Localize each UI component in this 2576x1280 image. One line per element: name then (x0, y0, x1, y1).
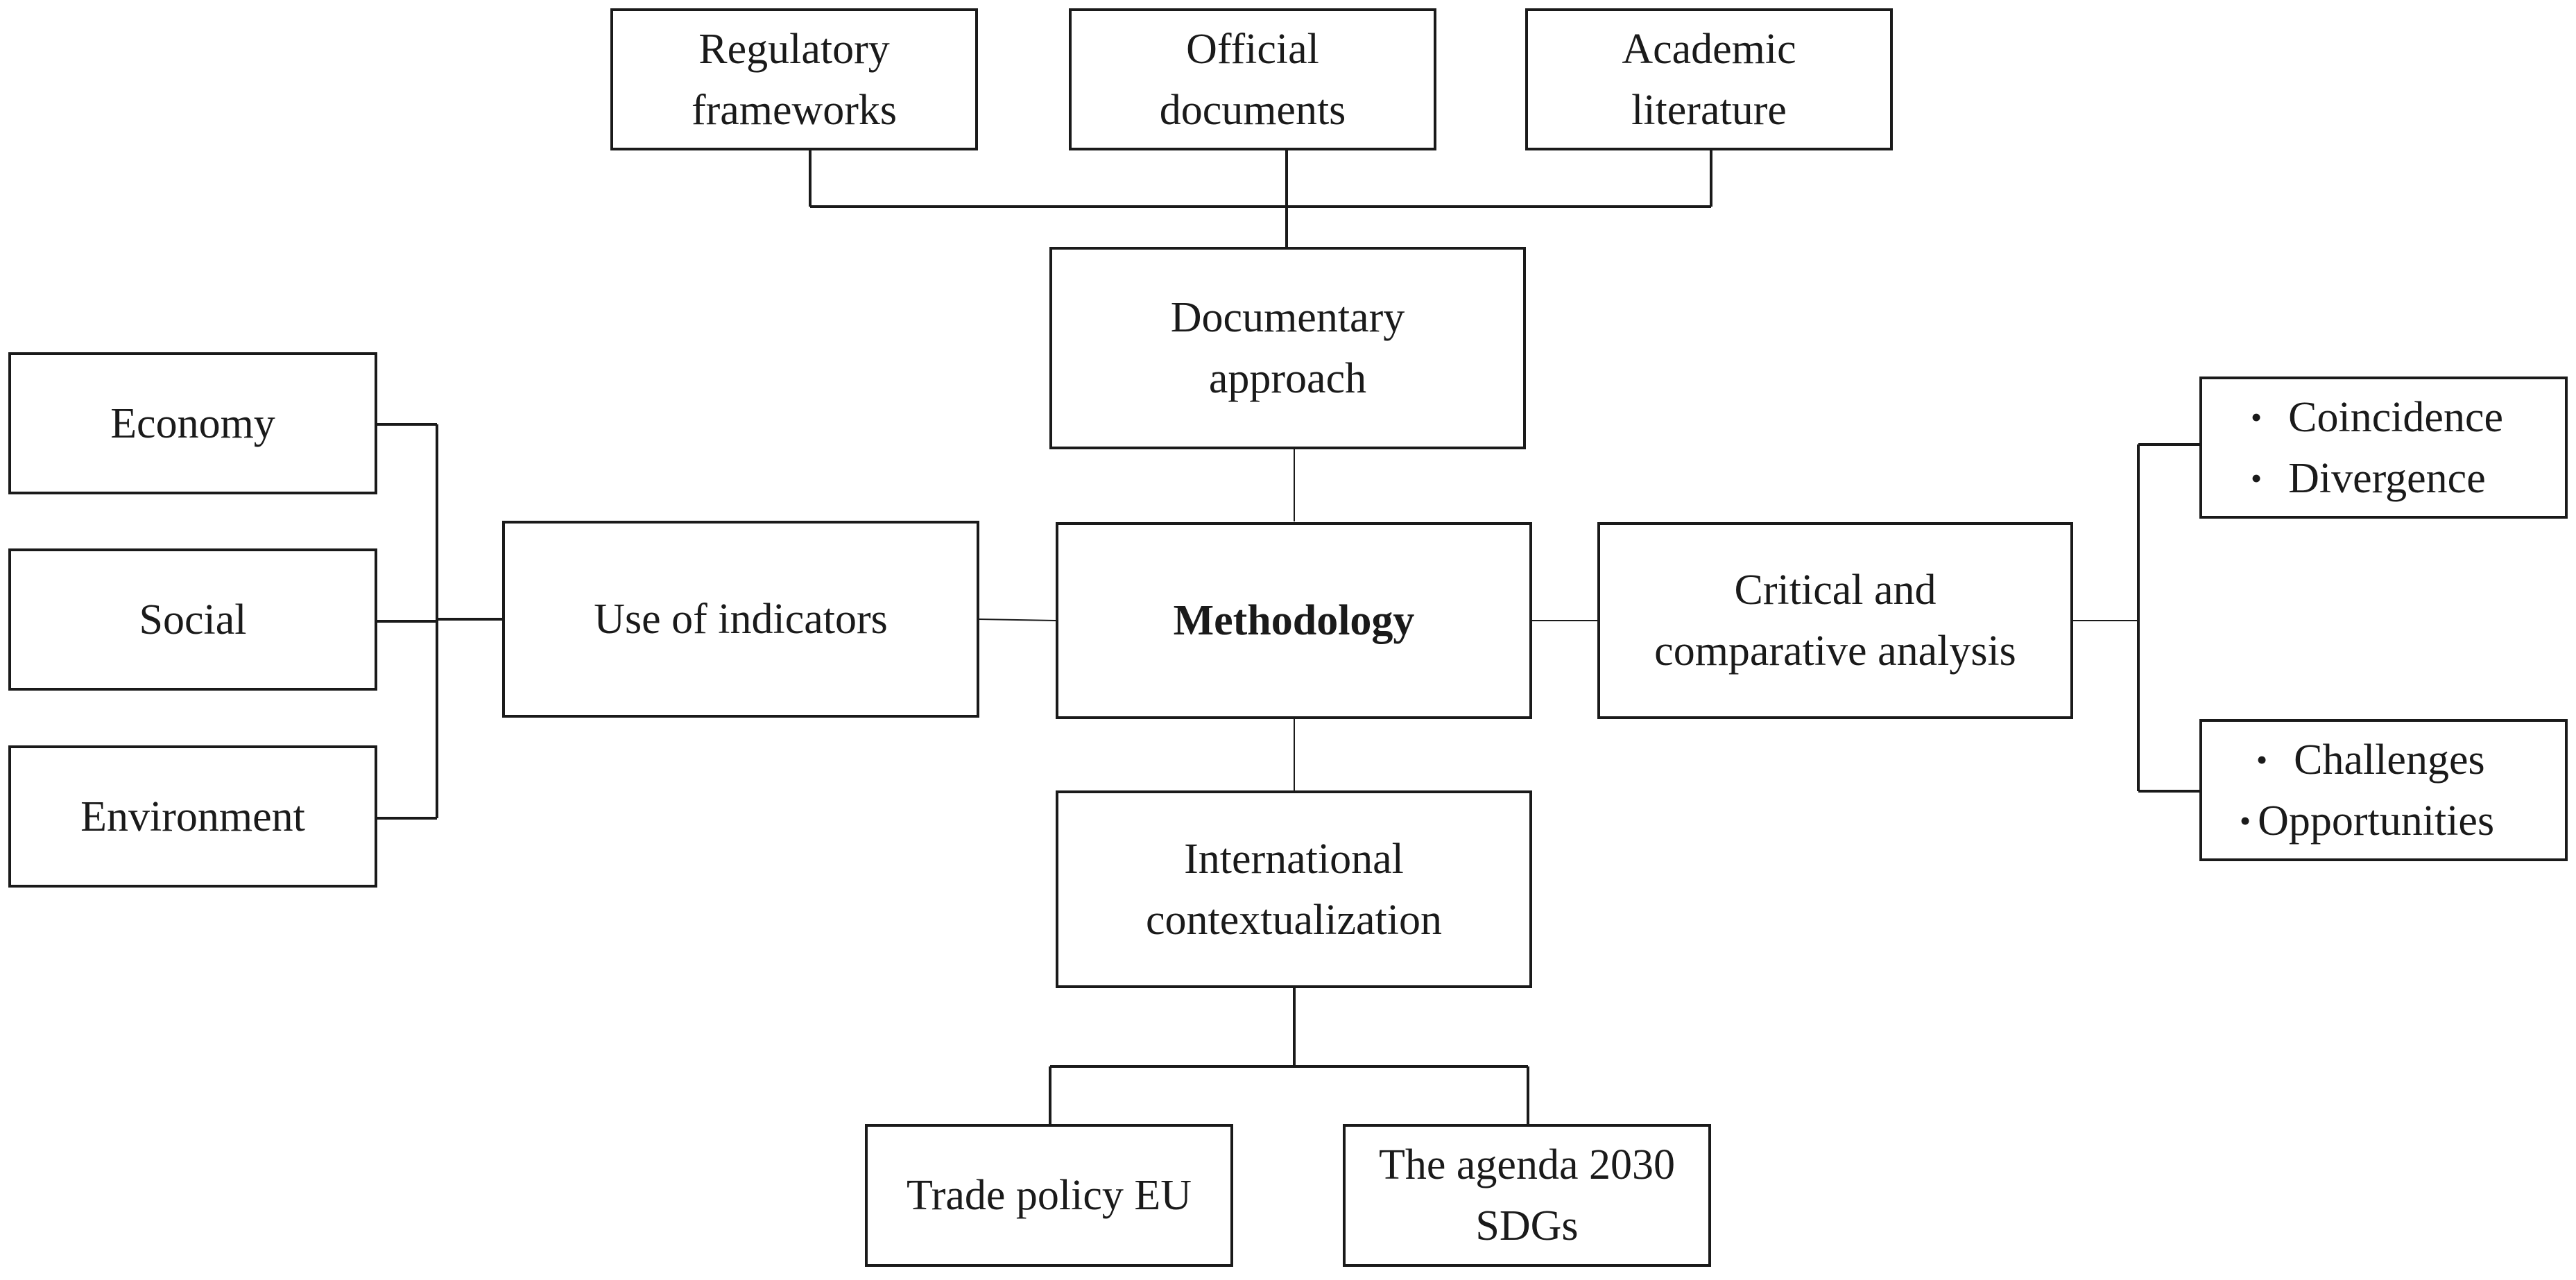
list-item: • Opportunities (2240, 790, 2494, 851)
bullet-icon: • (2251, 399, 2262, 435)
bullet-icon: • (2240, 802, 2251, 838)
documentary-approach-line-2: approach (1208, 355, 1367, 402)
coincidence-divergence-box: • Coincidence • Divergence (2199, 377, 2568, 519)
coincidence-label: Coincidence (2288, 393, 2503, 441)
environment-label: Environment (80, 793, 305, 840)
methodology-label: Methodology (1173, 597, 1415, 644)
environment-box: Environment (8, 745, 377, 888)
list-item: • Challenges (2256, 729, 2485, 790)
use-of-indicators-label: Use of indicators (594, 596, 888, 643)
regulatory-frameworks-box: Regulatory frameworks (610, 8, 978, 150)
trade-policy-eu-box: Trade policy EU (865, 1124, 1233, 1267)
official-documents-box: Official documents (1069, 8, 1436, 150)
economy-box: Economy (8, 352, 377, 494)
divergence-label: Divergence (2288, 454, 2486, 502)
bullet-icon: • (2256, 741, 2268, 777)
list-item: • Coincidence (2251, 387, 2503, 448)
challenges-opportunities-box: • Challenges • Opportunities (2199, 719, 2568, 861)
academic-literature-line-2: literature (1631, 86, 1787, 134)
agenda-2030-line-2: SDGs (1475, 1202, 1579, 1249)
social-label: Social (139, 596, 247, 643)
trade-policy-eu-label: Trade policy EU (907, 1172, 1192, 1219)
academic-literature-box: Academic literature (1525, 8, 1893, 150)
challenges-label: Challenges (2294, 736, 2485, 784)
international-line-1: International (1184, 835, 1404, 883)
agenda-2030-box: The agenda 2030 SDGs (1343, 1124, 1711, 1267)
regulatory-frameworks-line-2: frameworks (691, 86, 898, 134)
official-documents-line-1: Official (1186, 25, 1319, 73)
international-contextualization-box: International contextualization (1056, 790, 1532, 988)
opportunities-label: Opportunities (2258, 797, 2495, 845)
regulatory-frameworks-line-1: Regulatory (698, 25, 890, 73)
international-line-2: contextualization (1146, 896, 1442, 944)
methodology-box: Methodology (1056, 522, 1532, 719)
critical-analysis-box: Critical and comparative analysis (1597, 522, 2073, 719)
economy-label: Economy (110, 399, 275, 447)
use-of-indicators-box: Use of indicators (502, 521, 979, 718)
social-box: Social (8, 548, 377, 691)
list-item: • Divergence (2251, 448, 2486, 509)
academic-literature-line-1: Academic (1622, 25, 1796, 73)
critical-analysis-line-1: Critical and (1734, 567, 1937, 614)
documentary-approach-box: Documentary approach (1049, 247, 1526, 449)
documentary-approach-line-1: Documentary (1170, 294, 1405, 341)
critical-analysis-line-2: comparative analysis (1654, 628, 2016, 675)
agenda-2030-line-1: The agenda 2030 (1379, 1141, 1675, 1188)
official-documents-line-2: documents (1159, 86, 1346, 134)
connector-indicators-methodology (978, 619, 1056, 621)
bullet-icon: • (2251, 460, 2262, 496)
